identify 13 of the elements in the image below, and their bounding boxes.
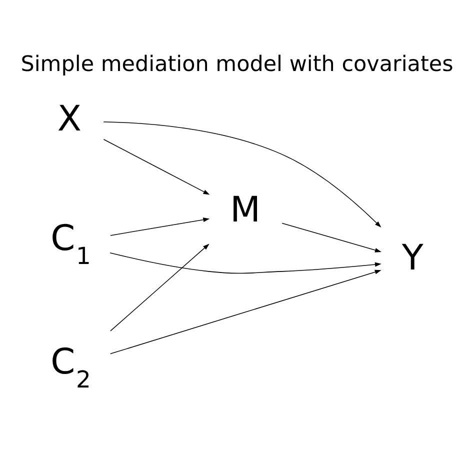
arrow [282,222,382,252]
arrow [110,218,210,236]
node-text: C$_{1}$ [50,218,91,270]
node-text: C$_{2}$ [50,342,91,394]
arrow [103,139,210,195]
arrow [110,244,210,332]
arrow [103,121,382,228]
arrow [110,252,382,274]
node-text: Y [402,237,424,278]
node-text: M [230,189,260,230]
arrow [110,270,382,354]
node-text: X [57,98,82,140]
diagram-title: Simple mediation model with covariates [20,52,454,77]
